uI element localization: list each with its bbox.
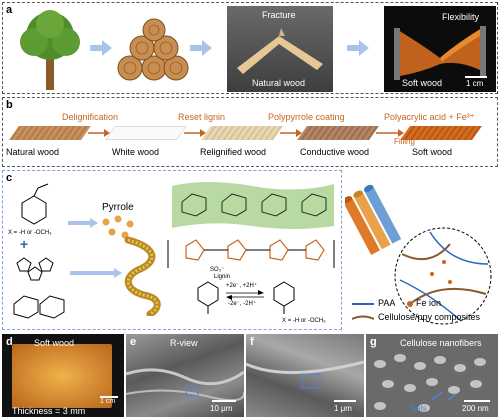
quinone-structure: [197, 281, 219, 314]
lignin-label: Lignin: [214, 274, 231, 280]
x-definition: X = -H or -OCH₃: [8, 230, 52, 236]
lignin-structure: [21, 183, 49, 225]
wood-channel-3d: [345, 184, 401, 255]
stage-natural-wood: Natural wood: [6, 147, 60, 157]
panel-d-scale: 1 cm: [100, 398, 116, 405]
scale-label: 1 cm: [466, 79, 484, 88]
stage-soft-wood: Soft wood: [412, 147, 453, 157]
arrow-icon: [70, 268, 122, 278]
panel-e-scale: 10 μm: [210, 404, 233, 413]
redox-forward: +2e⁻, +2H⁺: [226, 283, 258, 289]
legend-cellulose: Cellulose/ppy composites: [378, 312, 481, 322]
cellulose-unit: [13, 295, 65, 319]
panel-d-title: Soft wood: [34, 338, 75, 348]
panel-d-photo: [2, 334, 124, 417]
step-filling: Filling: [394, 137, 415, 146]
natural-wood-plank: [9, 126, 91, 140]
legend-fe-dot: [407, 301, 413, 307]
legend-paa-line: [352, 303, 374, 305]
legend-fe: Fe ion: [416, 298, 442, 308]
step-delignification: Delignification: [62, 112, 119, 122]
arrow-icon: [88, 129, 110, 137]
stage-conductive-wood: Conductive wood: [300, 147, 370, 157]
panel-b: [2, 97, 498, 167]
scale-bar: [212, 400, 236, 402]
redox-reverse: -2e⁻, -2H⁺: [228, 301, 257, 307]
stage-relignified-wood: Relignified wood: [200, 147, 267, 157]
panel-g-title: Cellulose nanofibers: [400, 338, 482, 348]
x-definition-2: X = -H or -OCH₃: [282, 318, 326, 324]
scale-bar: [100, 396, 118, 398]
ppy-fiber: [124, 236, 161, 316]
tree-illustration: [20, 10, 80, 90]
panel-c: [2, 170, 342, 330]
panel-g-scale: 200 nm: [462, 404, 489, 413]
arrow-icon: [190, 40, 212, 56]
panel-e-label: e: [130, 336, 137, 348]
flexibility-label: Flexibility: [442, 12, 480, 22]
panel-d-thickness: Thickness = 3 mm: [12, 406, 86, 416]
soft-wood-label: Soft wood: [402, 78, 443, 88]
relignified-wood-plank: [201, 126, 283, 140]
cellulose-band: [172, 182, 334, 229]
polypyrrole-chain: [167, 239, 335, 268]
step-reset-lignin: Reset lignin: [178, 112, 226, 122]
panel-f-scale: 1 μm: [334, 404, 352, 413]
panel-g-label: g: [370, 336, 377, 348]
step-paa-fe: Polyacrylic acid + Fe³⁺: [384, 112, 475, 122]
panel-b-label: b: [6, 99, 13, 111]
hydroquinone-structure: [273, 281, 295, 314]
panel-a-label: a: [6, 4, 13, 16]
redox-arrows: [226, 290, 264, 300]
panel-a: [2, 2, 498, 94]
stage-white-wood: White wood: [112, 147, 160, 157]
plus-sign: +: [20, 236, 29, 252]
pyrrole-label: Pyrrole: [102, 202, 134, 213]
arrow-icon: [280, 129, 302, 137]
zoom-circle: [394, 227, 492, 325]
panel-e-title: R-view: [170, 338, 198, 348]
panel-e-sem: [126, 334, 244, 417]
legend-paa: PAA: [378, 298, 396, 308]
conductive-wood-plank: [297, 126, 379, 140]
natural-wood-photo: [227, 6, 333, 92]
arrow-icon: [68, 218, 98, 228]
legend-cellulose-line: [352, 315, 374, 320]
panel-g-sem: [366, 334, 498, 417]
arrow-icon: [184, 129, 206, 137]
panel-f-sem: [246, 334, 364, 417]
white-wood-plank: [105, 126, 187, 140]
panel-f-label: f: [250, 336, 254, 348]
scale-bar: [334, 400, 356, 402]
pyrrole-dots: [102, 215, 134, 239]
scale-bar: [465, 76, 487, 78]
scale-bar: [464, 400, 490, 402]
fracture-label: Fracture: [262, 10, 296, 20]
pyrrole-molecules: [16, 257, 54, 281]
natural-wood-label: Natural wood: [252, 78, 306, 88]
arrow-icon: [90, 40, 112, 56]
panel-d-label: d: [6, 336, 13, 348]
step-ppy-coating: Polypyrrole coating: [268, 112, 345, 122]
so3-label: SO₃⁻: [210, 267, 225, 273]
panel-c-label: c: [6, 172, 13, 184]
arrow-icon: [376, 129, 404, 137]
arrow-icon: [347, 40, 369, 56]
panel-g-gels: Gels: [410, 404, 427, 413]
logs-illustration: [117, 18, 189, 81]
